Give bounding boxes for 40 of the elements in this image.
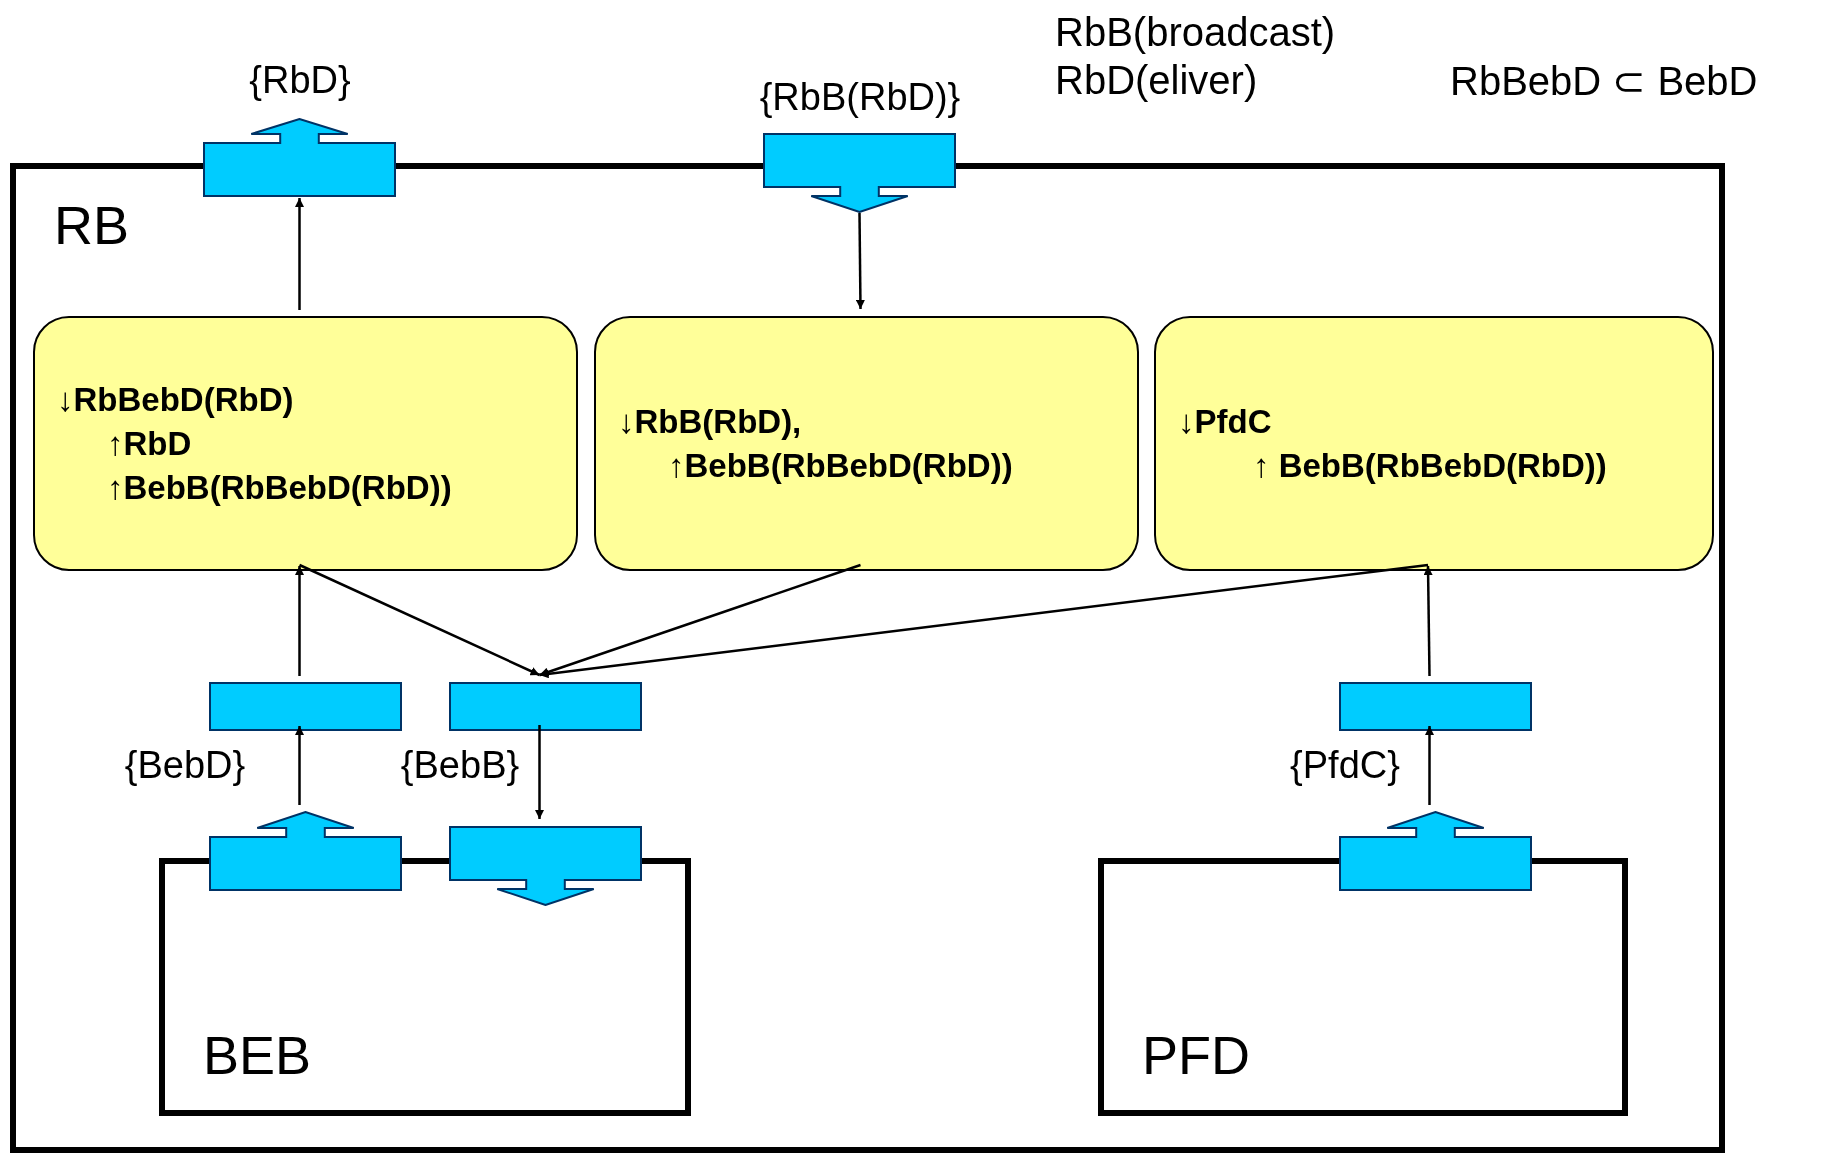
port-label: {PfdC}	[1290, 743, 1400, 787]
event-handler-box	[33, 316, 578, 571]
note-text: RbBebD ⊂ BebD	[1450, 58, 1758, 104]
incoming-port	[449, 826, 642, 906]
event-text: ↑BebB(RbBebD(RbD))	[106, 467, 453, 508]
arrow	[539, 563, 1429, 679]
event-text: ↓RbBebD(RbD)	[57, 379, 295, 420]
arrow	[295, 198, 304, 310]
incoming-port	[763, 133, 956, 213]
arrow	[855, 213, 865, 309]
outgoing-port	[1339, 811, 1532, 891]
arrow	[539, 563, 861, 677]
port-bar	[1339, 682, 1532, 731]
component-name: BEB	[203, 1024, 312, 1086]
event-text: ↑ BebB(RbBebD(RbD))	[1252, 445, 1608, 486]
port-label: {RbD}	[249, 58, 351, 102]
port-bar	[209, 682, 402, 731]
event-handler-box	[1154, 316, 1714, 571]
event-text: ↓RbB(RbD),	[618, 401, 803, 442]
port-label: {BebB}	[400, 743, 520, 787]
arrow	[298, 563, 541, 677]
arrow	[295, 726, 304, 805]
port-label: {RbB(RbD)}	[759, 75, 961, 119]
component-name: RB	[54, 194, 129, 256]
event-text: ↑RbD	[106, 423, 193, 464]
event-text: ↑BebB(RbBebD(RbD))	[667, 445, 1014, 486]
arrow	[1423, 566, 1433, 676]
event-handler-box	[594, 316, 1139, 571]
arrow	[295, 566, 304, 676]
port-bar	[449, 682, 642, 731]
component-name: PFD	[1142, 1024, 1250, 1086]
component-box	[10, 163, 1725, 1153]
event-text: ↓PfdC	[1178, 401, 1273, 442]
note-text: RbB(broadcast)	[1055, 10, 1336, 55]
arrow	[535, 725, 544, 819]
outgoing-port	[203, 118, 396, 197]
port-label: {BebD}	[124, 743, 246, 787]
outgoing-port	[209, 811, 402, 891]
arrow	[1425, 726, 1434, 805]
note-text: RbD(eliver)	[1055, 58, 1258, 103]
